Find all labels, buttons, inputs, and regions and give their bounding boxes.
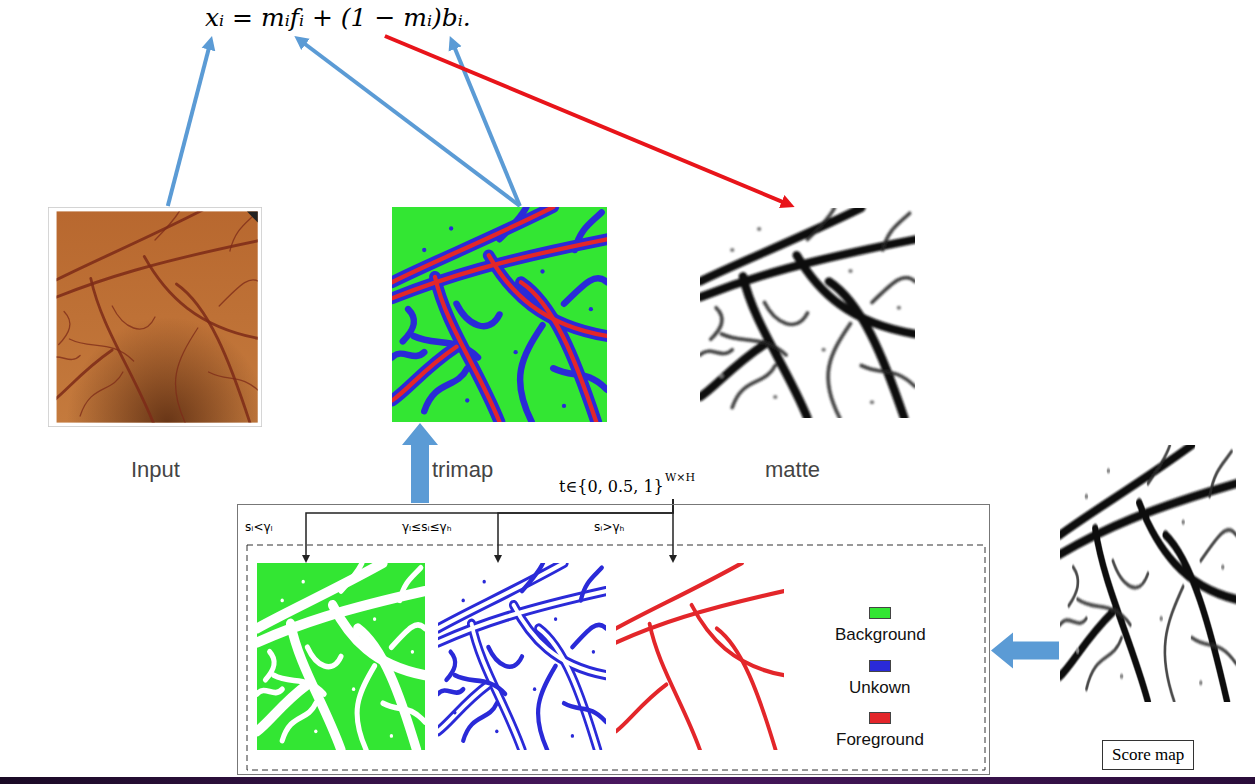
use-shape — [700, 208, 915, 418]
rect-shape — [616, 563, 784, 750]
legend-text: Background — [835, 625, 926, 645]
legend-swatch — [869, 607, 891, 619]
path-shape — [247, 211, 258, 222]
rect-shape — [438, 563, 606, 750]
use-shape — [392, 207, 607, 422]
use-shape — [1060, 445, 1236, 702]
g-shape — [1060, 445, 1236, 702]
use-shape — [616, 563, 784, 750]
use-shape — [453, 580, 595, 738]
rect-shape — [700, 208, 915, 418]
unknown-panel-picture — [438, 563, 606, 750]
trimap-definition: t∈{0, 0.5, 1} — [559, 477, 664, 497]
bracket-connector — [672, 499, 674, 557]
bracket-connector — [498, 499, 673, 557]
rect-shape — [57, 211, 258, 422]
rect-shape — [57, 211, 258, 422]
threshold-condition: sᵢ<γₗ — [244, 519, 274, 535]
input-image: Input — [48, 207, 262, 427]
red-arrow — [385, 36, 786, 203]
score-map: Score map — [1060, 445, 1236, 702]
use-shape — [272, 580, 414, 738]
superscript: W×H — [665, 471, 695, 484]
use-shape — [1076, 468, 1225, 685]
image-caption: trimap — [432, 457, 493, 483]
use-shape — [438, 563, 606, 750]
bracket-connector — [306, 499, 673, 557]
background-panel-picture — [257, 563, 425, 750]
use-shape — [438, 563, 606, 750]
use-shape — [57, 211, 258, 422]
threshold-condition: sᵢ>γₕ — [593, 519, 625, 535]
legend-text: Foreground — [836, 730, 924, 750]
foreground-panel: sᵢ>γₕ — [617, 564, 785, 751]
legend-text: Unkown — [849, 678, 910, 698]
trimap-image: trimap — [392, 207, 607, 422]
slide-band — [0, 777, 1255, 784]
legend-entry: Background — [800, 604, 960, 648]
g-shape — [57, 211, 258, 422]
matte-picture — [700, 208, 915, 418]
foreground-panel-picture — [616, 563, 784, 750]
use-shape — [700, 208, 915, 418]
use-shape — [57, 211, 258, 422]
rect-shape — [48, 207, 262, 427]
legend-entry: Foreground — [800, 709, 960, 753]
use-shape — [257, 563, 425, 750]
use-shape — [411, 226, 593, 408]
matte-image: matte — [700, 208, 915, 418]
unknown-panel: γₗ≤sᵢ≤γₕ — [439, 564, 607, 751]
trimap-picture — [392, 207, 607, 422]
formula-text: xᵢ = mᵢfᵢ + (1 − mᵢ)bᵢ. — [205, 2, 471, 34]
image-caption: Input — [131, 457, 180, 483]
legend-swatch — [869, 712, 891, 724]
blue-arrow — [302, 42, 520, 206]
score-map-label: Score map — [1102, 740, 1194, 770]
blue-arrow — [168, 46, 210, 206]
use-shape — [257, 563, 425, 750]
use-shape — [1060, 445, 1236, 702]
fundus-photo — [48, 207, 262, 427]
g-shape — [700, 208, 915, 418]
rect-shape — [257, 563, 425, 750]
image-caption: matte — [765, 457, 820, 483]
background-panel: sᵢ<γₗ — [258, 564, 426, 751]
use-shape — [719, 227, 901, 404]
rect-shape — [1060, 445, 1236, 702]
legend-entry: Unkown — [800, 657, 960, 701]
rect-shape — [392, 207, 607, 422]
dashed-frame — [247, 545, 985, 770]
use-shape — [438, 563, 606, 750]
use-shape — [392, 207, 607, 422]
block-arrow — [991, 633, 1059, 669]
score-map-picture — [1060, 445, 1236, 702]
legend-swatch — [869, 660, 891, 672]
formula: xᵢ = mᵢfᵢ + (1 − mᵢ)bᵢ. — [205, 2, 473, 34]
use-shape — [392, 207, 607, 422]
threshold-condition: γₗ≤sᵢ≤γₕ — [401, 519, 453, 535]
